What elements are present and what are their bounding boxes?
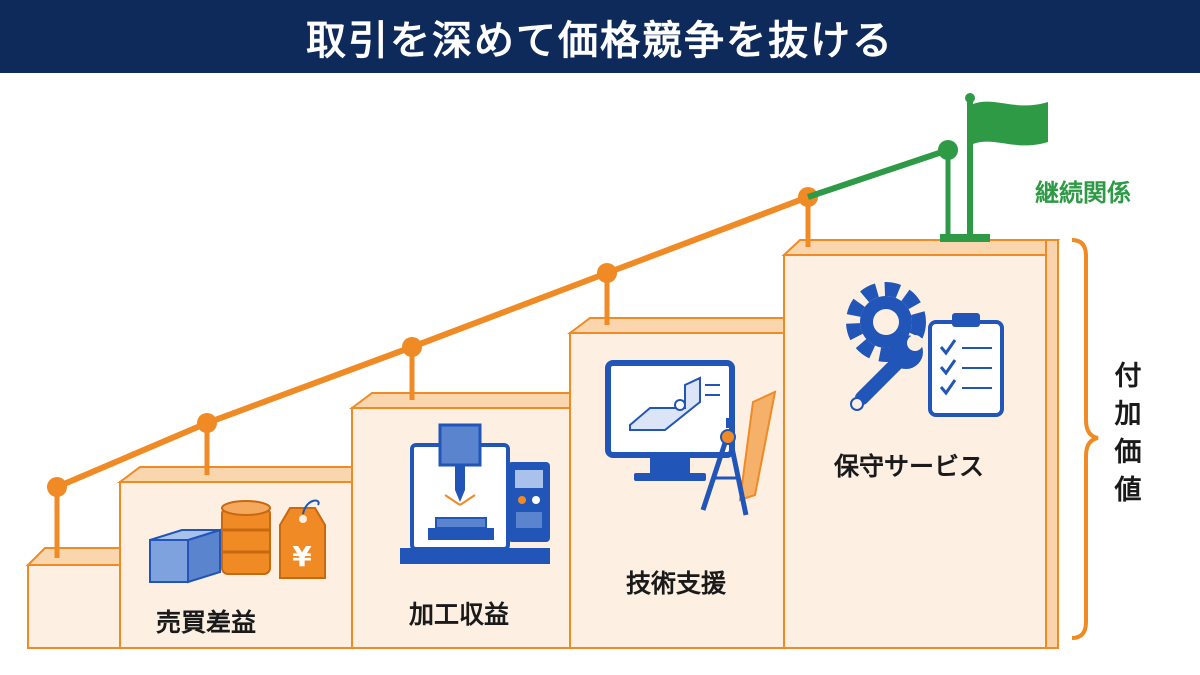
step-1-label: 売買差益 xyxy=(156,608,257,637)
box-icon xyxy=(149,528,221,584)
svg-text:¥: ¥ xyxy=(292,540,312,573)
side-label-char: 価 xyxy=(1114,437,1142,468)
handrail xyxy=(47,187,818,558)
side-label-char: 付 xyxy=(1114,361,1142,392)
side-label: 付 加 価 値 xyxy=(1110,358,1146,510)
step-3-label: 技術支援 xyxy=(626,569,727,598)
cad-monitor-icon xyxy=(605,360,735,481)
staircase-diagram: ¥ xyxy=(25,93,1099,649)
yen-price-tag-icon: ¥ xyxy=(279,499,326,579)
step-4-label: 保守サービス xyxy=(834,452,985,481)
goal-label: 継続関係 xyxy=(1035,179,1131,207)
value-brace xyxy=(1071,238,1099,640)
side-label-char: 値 xyxy=(1114,475,1142,506)
title-bar: 取引を深めて価格競争を抜ける xyxy=(0,0,1200,73)
cnc-machine-icon xyxy=(400,423,550,564)
stage: ¥ xyxy=(0,73,1200,675)
gear-wrench-icon xyxy=(846,282,926,411)
side-label-char: 加 xyxy=(1114,399,1142,430)
checklist-clipboard-icon xyxy=(928,313,1004,417)
step-2-label: 加工収益 xyxy=(409,600,510,629)
ruler-icon xyxy=(738,390,777,502)
step-0 xyxy=(25,547,138,649)
goal-flag xyxy=(807,93,1048,242)
page-title: 取引を深めて価格競争を抜ける xyxy=(306,17,894,64)
oil-drum-icon xyxy=(221,500,271,575)
compass-icon xyxy=(700,418,749,516)
step-4 xyxy=(781,239,1061,649)
